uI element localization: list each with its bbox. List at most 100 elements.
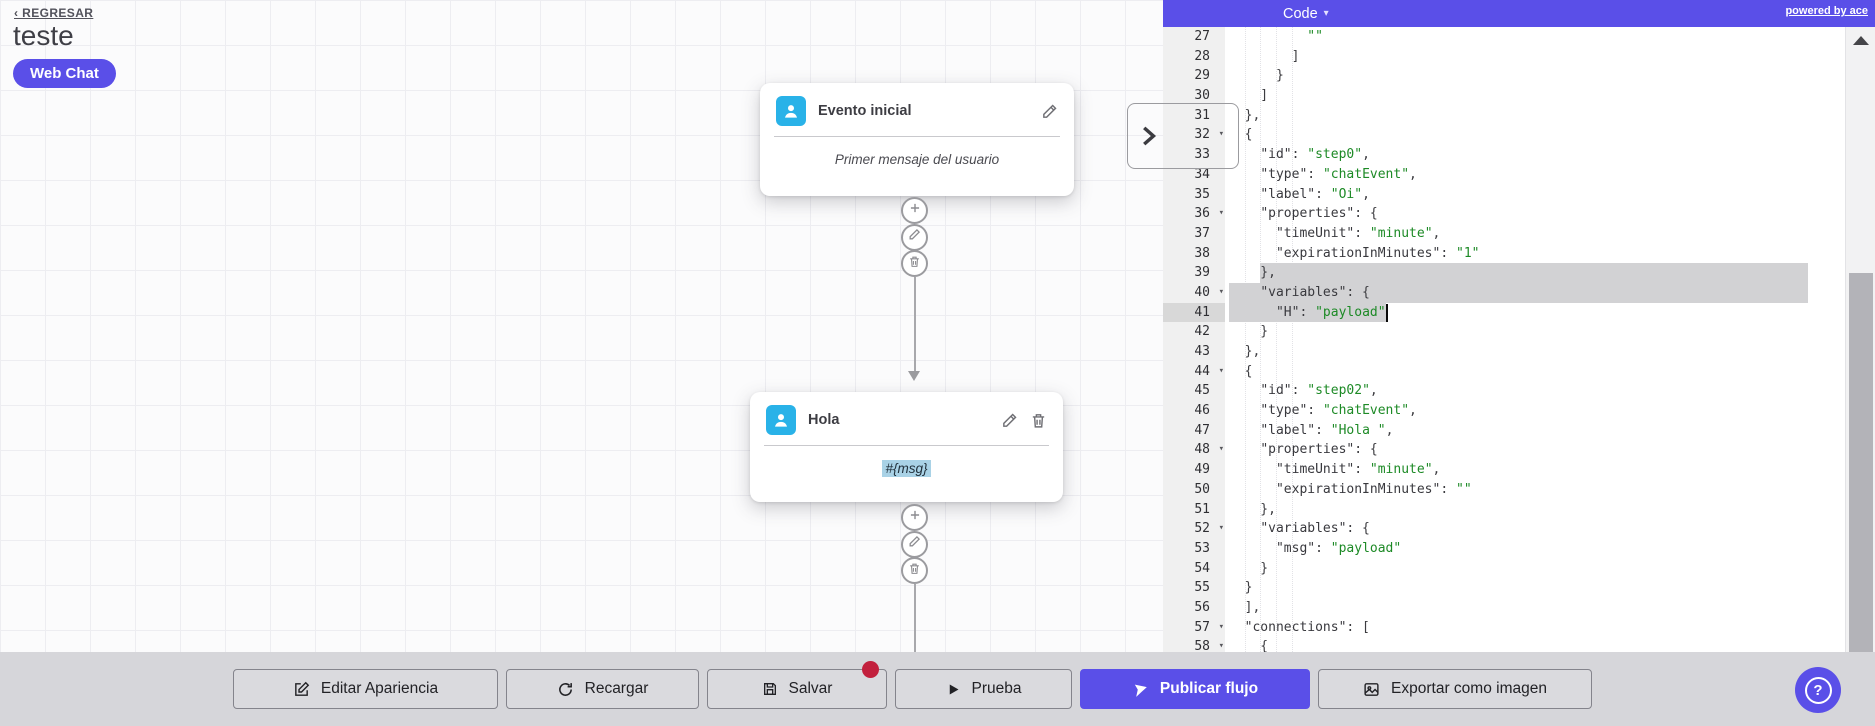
gutter-line-number[interactable]: 30 [1194, 88, 1210, 104]
code-line[interactable]: "id": "step0", [1260, 147, 1370, 163]
scroll-up-arrow-icon[interactable] [1853, 36, 1869, 45]
gutter-line-number[interactable]: 45 [1194, 383, 1210, 399]
gutter-line-number[interactable]: 58▾ [1163, 637, 1225, 652]
gutter-line-number[interactable]: 44▾ [1163, 362, 1225, 382]
delete-connection-button[interactable] [901, 250, 928, 277]
editor-scrollbar[interactable] [1845, 27, 1875, 652]
code-line[interactable]: { [1229, 363, 1253, 379]
gutter-line-number[interactable]: 46 [1194, 403, 1210, 419]
code-line[interactable]: "variables": { [1260, 284, 1370, 300]
code-mode-dropdown[interactable]: Code ▾ [1283, 0, 1329, 27]
fold-arrow-icon[interactable]: ▾ [1218, 444, 1224, 455]
edit-connection-button[interactable] [901, 223, 928, 251]
fold-arrow-icon[interactable]: ▾ [1218, 286, 1224, 297]
code-line[interactable]: "label": "Hola ", [1260, 422, 1394, 438]
code-line[interactable]: "type": "chatEvent", [1260, 166, 1417, 182]
gutter-line-number[interactable]: 56 [1194, 599, 1210, 615]
test-button[interactable]: Prueba [895, 669, 1072, 709]
code-line[interactable]: "properties": { [1260, 206, 1378, 222]
code-line[interactable]: } [1229, 560, 1269, 576]
code-line[interactable]: "expirationInMinutes": "1" [1275, 245, 1480, 261]
code-line[interactable]: { [1229, 127, 1253, 143]
code-line[interactable]: "" [1307, 29, 1323, 44]
flow-node-hola[interactable]: Hola #{msg} [750, 392, 1063, 502]
code-line[interactable]: "type": "chatEvent", [1260, 403, 1417, 419]
gutter-line-number[interactable]: 57▾ [1163, 618, 1225, 638]
fold-arrow-icon[interactable]: ▾ [1218, 365, 1224, 376]
gutter-line-number[interactable]: 55 [1194, 580, 1210, 596]
gutter-line-number[interactable]: 40▾ [1163, 283, 1225, 303]
gutter-line-number[interactable]: 31 [1194, 107, 1210, 123]
delete-node-icon[interactable] [1030, 412, 1047, 429]
code-line[interactable]: "id": "step02", [1260, 383, 1378, 399]
gutter-line-number[interactable]: 54 [1194, 560, 1210, 576]
delete-connection-button[interactable] [901, 557, 928, 584]
code-line[interactable]: }, [1229, 344, 1261, 359]
gutter-line-number[interactable]: 48▾ [1163, 440, 1225, 460]
publish-flow-button[interactable]: Publicar flujo [1080, 669, 1310, 709]
code-line[interactable]: "msg": "payload" [1275, 540, 1402, 556]
code-area[interactable]: "" ] } ] }, { "id": "step0", "type": "ch… [1225, 27, 1808, 652]
flow-canvas[interactable]: ‹ REGRESAR teste Web Chat Evento inicial… [0, 0, 1163, 652]
edit-node-icon[interactable] [1041, 103, 1058, 120]
gutter-line-number[interactable]: 50 [1194, 481, 1210, 497]
code-line[interactable]: } [1229, 580, 1253, 596]
gutter-line-number[interactable]: 37 [1194, 225, 1210, 241]
code-line[interactable]: "connections": [ [1244, 619, 1370, 635]
gutter-line-number[interactable]: 49 [1194, 462, 1210, 478]
code-line[interactable]: } [1229, 324, 1269, 340]
code-line[interactable]: ] [1229, 88, 1269, 104]
node-title: Evento inicial [818, 103, 912, 119]
gutter-line-number[interactable]: 47 [1194, 422, 1210, 438]
collapse-panel-toggle[interactable] [1127, 103, 1239, 169]
edit-node-icon[interactable] [1001, 412, 1018, 429]
add-step-button[interactable] [901, 504, 928, 531]
gutter-line-number[interactable]: 28 [1194, 48, 1210, 64]
edit-connection-button[interactable] [901, 530, 928, 558]
code-line[interactable]: "H": "payload" [1275, 304, 1386, 320]
code-line[interactable]: }, [1229, 501, 1276, 517]
gutter-line-number[interactable]: 43 [1194, 344, 1210, 359]
gutter-line-number[interactable]: 51 [1194, 501, 1210, 517]
fold-arrow-icon[interactable]: ▾ [1218, 621, 1224, 632]
gutter-line-number[interactable]: 52▾ [1163, 519, 1225, 539]
code-line[interactable]: ], [1229, 599, 1261, 615]
gutter-line-number[interactable]: 32▾ [1163, 125, 1225, 145]
reload-button[interactable]: Recargar [506, 669, 699, 709]
gutter-line-number[interactable]: 35 [1194, 186, 1210, 202]
code-line[interactable]: "timeUnit": "minute", [1275, 225, 1441, 241]
code-line[interactable]: { [1229, 639, 1269, 652]
gutter-line-number[interactable]: 29 [1194, 68, 1210, 84]
gutter-line-number[interactable]: 42 [1194, 324, 1210, 340]
scrollbar-thumb[interactable] [1849, 273, 1873, 652]
code-line[interactable]: "expirationInMinutes": "" [1275, 481, 1472, 497]
edit-appearance-button[interactable]: Editar Apariencia [233, 669, 498, 709]
export-image-button[interactable]: Exportar como imagen [1318, 669, 1592, 709]
add-step-button[interactable] [901, 197, 928, 224]
powered-by-ace-link[interactable]: powered by ace [1785, 5, 1868, 17]
gutter-line-number[interactable]: 33 [1194, 147, 1210, 163]
code-line[interactable]: } [1229, 68, 1284, 84]
gutter-line-number[interactable]: 36▾ [1163, 204, 1225, 224]
fold-arrow-icon[interactable]: ▾ [1218, 129, 1224, 140]
code-line[interactable]: "properties": { [1260, 442, 1378, 458]
gutter-line-number[interactable]: 38 [1194, 245, 1210, 261]
code-line[interactable]: ] [1229, 48, 1300, 64]
gutter-line-number[interactable]: 41 [1163, 302, 1225, 323]
code-line[interactable]: "label": "Oi", [1260, 186, 1370, 202]
code-line[interactable]: }, [1229, 265, 1276, 281]
gutter-line-number[interactable]: 53 [1194, 540, 1210, 556]
gutter-line-number[interactable]: 34 [1194, 166, 1210, 182]
flow-node-evento-inicial[interactable]: Evento inicial Primer mensaje del usuari… [760, 83, 1074, 196]
gutter-line-number[interactable]: 27 [1194, 29, 1210, 44]
help-button[interactable]: ? [1795, 667, 1841, 713]
code-line[interactable]: "variables": { [1260, 521, 1370, 537]
fold-arrow-icon[interactable]: ▾ [1218, 641, 1224, 652]
fold-arrow-icon[interactable]: ▾ [1218, 208, 1224, 219]
gutter-line-number[interactable]: 39 [1194, 265, 1210, 281]
fold-arrow-icon[interactable]: ▾ [1218, 523, 1224, 534]
code-line[interactable]: }, [1229, 107, 1261, 123]
code-line[interactable]: "timeUnit": "minute", [1275, 462, 1441, 478]
back-link[interactable]: ‹ REGRESAR [14, 6, 94, 20]
save-button[interactable]: Salvar [707, 661, 887, 709]
